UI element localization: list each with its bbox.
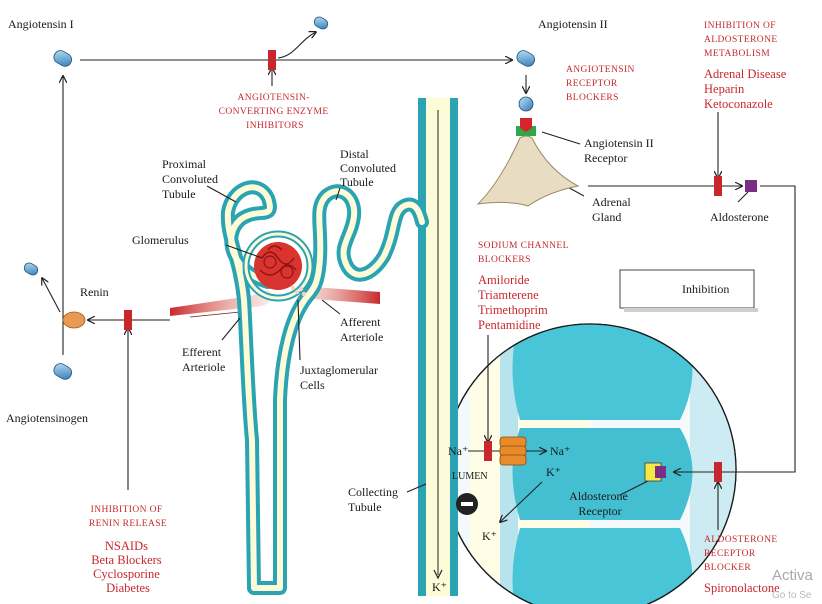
- spironolactone-inhibition-bar: [714, 462, 722, 482]
- adrenal-gland-label: Adrenal Gland: [592, 195, 634, 224]
- ace-inhibitors-label: ANGIOTENSIN- CONVERTING ENZYME INHIBITOR…: [219, 93, 332, 131]
- ang2-receptor-leader: [541, 131, 581, 145]
- text-labels: Angiotensin I Angiotensin II Angiotensin…: [6, 17, 789, 595]
- ang2-receptor-label: Angiotensin II Receptor: [584, 136, 657, 165]
- receptor-blockers-label: ANGIOTENSIN RECEPTOR BLOCKERS: [566, 65, 638, 103]
- cell-detail-circle: [443, 323, 737, 604]
- proximal-leader: [206, 185, 237, 203]
- angiotensin-ii-receptor: [516, 118, 536, 136]
- arrow-renin-byproduct: [42, 278, 61, 313]
- legend-inhibition-label: Inhibition: [682, 282, 729, 296]
- glomerulus-leader: [225, 244, 263, 259]
- sodium-blockers-drugs: Amiloride Triamterene Trimethoprim Penta…: [478, 273, 551, 332]
- aldo-metab-inhibition-bar: [714, 176, 722, 196]
- arrow-ang1-byproduct: [277, 32, 316, 59]
- aldosterone-label: Aldosterone: [710, 210, 769, 224]
- collecting-tubule-label: Collecting Tubule: [348, 485, 401, 514]
- renin-label: Renin: [80, 285, 109, 299]
- aldosterone-leader: [737, 191, 749, 203]
- nephron-tubule: [220, 180, 429, 595]
- renin-release-drugs: NSAIDs Beta Blockers Cyclosporine Diabet…: [91, 539, 165, 595]
- legend-box: [619, 269, 758, 312]
- activation-watermark: Activa Go to Se: [762, 566, 822, 604]
- spironolactone-label: Spironolactone: [704, 581, 780, 595]
- tubular-cell-middle: [512, 428, 693, 520]
- watermark-line1: Activa: [772, 567, 813, 584]
- efferent-arteriole-label: Efferent Arteriole: [182, 345, 225, 374]
- na-cell-label: Na⁺: [550, 444, 570, 458]
- ang2-ball-icon: [518, 96, 534, 112]
- juxtaglomerular-cells: [290, 285, 307, 297]
- glomerulus-label: Glomerulus: [132, 233, 189, 247]
- k-lumen-label: K⁺: [482, 529, 497, 543]
- renin-icon: [62, 311, 86, 329]
- ace-inhibition-bar: [268, 50, 276, 70]
- aldo-metab-header: INHIBITION OF ALDOSTERONE METABOLISM: [704, 21, 780, 59]
- juxtaglomerular-label: Juxtaglomerular Cells: [300, 363, 381, 392]
- aldosterone-icon: [745, 180, 757, 192]
- jg-leader: [297, 299, 301, 361]
- angiotensin-ii-label: Angiotensin II: [538, 17, 608, 31]
- distal-leader: [335, 187, 341, 201]
- arrow-aldosterone-to-receptor: [674, 185, 796, 472]
- na-lumen-label: Na⁺: [448, 444, 468, 458]
- lumen-label: LUMEN: [452, 471, 488, 482]
- renin-byproduct-icon: [23, 262, 39, 276]
- ang1-byproduct-icon: [313, 16, 329, 30]
- angiotensin-i-label: Angiotensin I: [8, 17, 74, 31]
- negative-charge-icon: [456, 493, 478, 515]
- aldosterone-receptor-icon: [644, 462, 666, 482]
- collecting-tubule: [418, 98, 458, 596]
- tubular-cell-lower: [512, 528, 693, 604]
- watermark-line2: Go to Se: [772, 590, 812, 601]
- afferent-leader: [321, 299, 341, 315]
- proximal-tubule-label: Proximal Convoluted Tubule: [162, 157, 221, 201]
- flow-lines: [42, 32, 796, 530]
- aldo-receptor-blocker-header: ALDOSTERONE RECEPTOR BLOCKER: [704, 535, 780, 573]
- angiotensin-i-icon: [53, 50, 72, 67]
- angiotensin-ii-icon: [516, 50, 535, 67]
- arrow-k-lumen: [500, 481, 543, 522]
- sodium-channel: [499, 436, 527, 466]
- adrenal-gland: [476, 135, 580, 207]
- efferent-leader: [221, 317, 241, 341]
- aldo-receptor-label: Aldosterone Receptor: [569, 489, 631, 518]
- glomerulus: [242, 230, 314, 302]
- renin-inhibition-bar: [124, 310, 132, 330]
- afferent-arteriole-label: Afferent Arteriole: [340, 315, 383, 344]
- sodium-blockers-header: SODIUM CHANNEL BLOCKERS: [478, 241, 571, 265]
- collecting-tubule-leader: [406, 483, 427, 493]
- k-bottom-label: K⁺: [432, 580, 447, 594]
- sodium-channel-inhibition-bar: [484, 441, 492, 461]
- tubular-cell-upper: [512, 324, 693, 420]
- angiotensinogen-label: Angiotensinogen: [6, 411, 88, 425]
- aldo-metab-drugs: Adrenal Disease Heparin Ketoconazole: [704, 67, 789, 111]
- renin-release-header: INHIBITION OF RENIN RELEASE: [89, 505, 167, 529]
- distal-tubule-label: Distal Convoluted Tubule: [340, 147, 399, 189]
- k-cell-label: K⁺: [546, 465, 561, 479]
- angiotensinogen-icon: [53, 363, 72, 380]
